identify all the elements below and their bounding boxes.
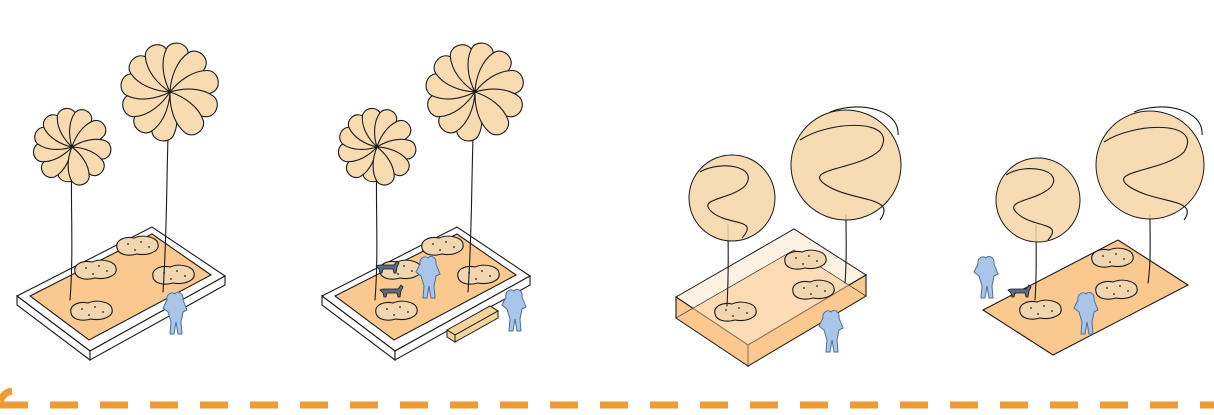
panel-3-person — [818, 309, 844, 353]
panel-3-rock-1 — [784, 249, 827, 270]
panel-3-tree-crown-1 — [688, 154, 776, 242]
panel-4-tree-scribble-2 — [1103, 106, 1203, 221]
panel-4-rock-3 — [1019, 299, 1062, 320]
panel-3-rock-2 — [792, 279, 835, 300]
panel-4-tree-crown-1 — [995, 157, 1081, 243]
panel-2-rock-3 — [457, 264, 500, 285]
panel-4-tree-scribble-1 — [1005, 168, 1055, 241]
panel-4-person-1 — [973, 255, 999, 299]
panel-2-wall-right — [394, 275, 531, 361]
panel-3-tree-crown-2 — [790, 109, 902, 221]
panel-2-bench — [446, 305, 499, 343]
panel-1-rock-3 — [152, 264, 195, 285]
panel-2-palm-crown-1 — [336, 106, 418, 188]
panel-2-rock-2 — [379, 259, 422, 280]
panel-3-tree-scribble-2 — [799, 106, 899, 221]
panel-4-round-tree-plaza — [973, 106, 1205, 356]
panel-3-tree-scribble-1 — [699, 165, 749, 239]
panel-1-palm-crown-2 — [118, 40, 222, 144]
panel-1-rock-4 — [70, 300, 113, 321]
panel-4-rock-2 — [1095, 279, 1138, 300]
panel-1-rock-1 — [116, 235, 159, 256]
panel-1-palm-crown-1 — [31, 106, 113, 188]
panel-1-palm-sandpit — [15, 40, 227, 362]
panel-2-rock-4 — [375, 300, 418, 321]
divider-end-curve — [0, 387, 13, 403]
panel-2-palm-sandpit-with-bench — [320, 40, 532, 362]
panel-2-person-2 — [501, 288, 527, 332]
panel-2-palm-crown-2 — [423, 40, 527, 144]
panel-4-tree-crown-2 — [1095, 110, 1205, 220]
panel-4-rock-1 — [1091, 247, 1134, 268]
panel-3-round-tree-sandbox — [675, 106, 902, 368]
panel-4-tree-trunk-2 — [1147, 214, 1151, 284]
panel-2-rock-1 — [421, 235, 464, 256]
panel-3-rock-3 — [714, 301, 757, 322]
panel-3-box-floor — [675, 249, 867, 367]
panel-1-rock-2 — [74, 259, 117, 280]
panel-3-tree-trunk-2 — [844, 214, 847, 284]
